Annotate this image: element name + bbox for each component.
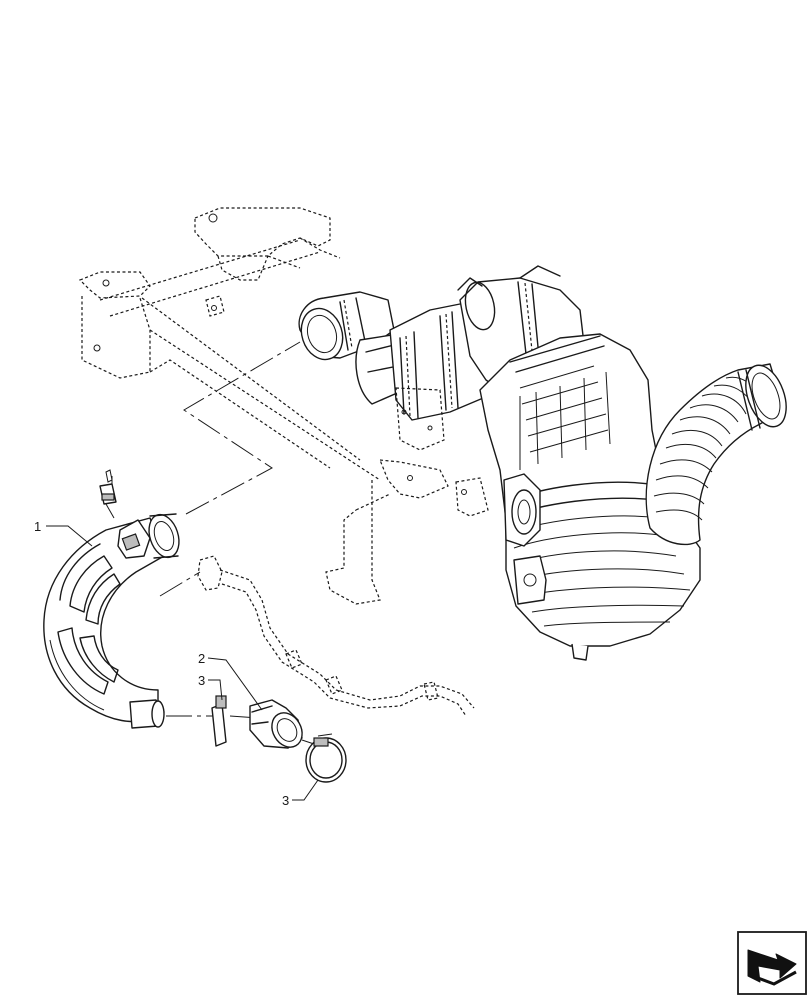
callout-2: 2	[198, 651, 205, 666]
return-arrow-icon[interactable]	[737, 931, 807, 995]
callout-1: 1	[34, 519, 41, 534]
part-3-large-hose-clamp	[305, 733, 347, 783]
callout-leaders	[46, 525, 319, 801]
corrugated-outlet-hose	[645, 363, 787, 546]
breather-tube	[159, 555, 475, 717]
callout-3-large-clamp: 3	[282, 793, 289, 808]
part-1-intake-elbow-duct	[43, 469, 180, 729]
part-2-reducer-elbow	[249, 699, 303, 749]
aftertreatment-assembly	[298, 265, 701, 661]
callout-3-small-clamp: 3	[198, 673, 205, 688]
part-3-small-hose-clamp	[211, 695, 227, 747]
frame-crossmember	[78, 207, 449, 605]
